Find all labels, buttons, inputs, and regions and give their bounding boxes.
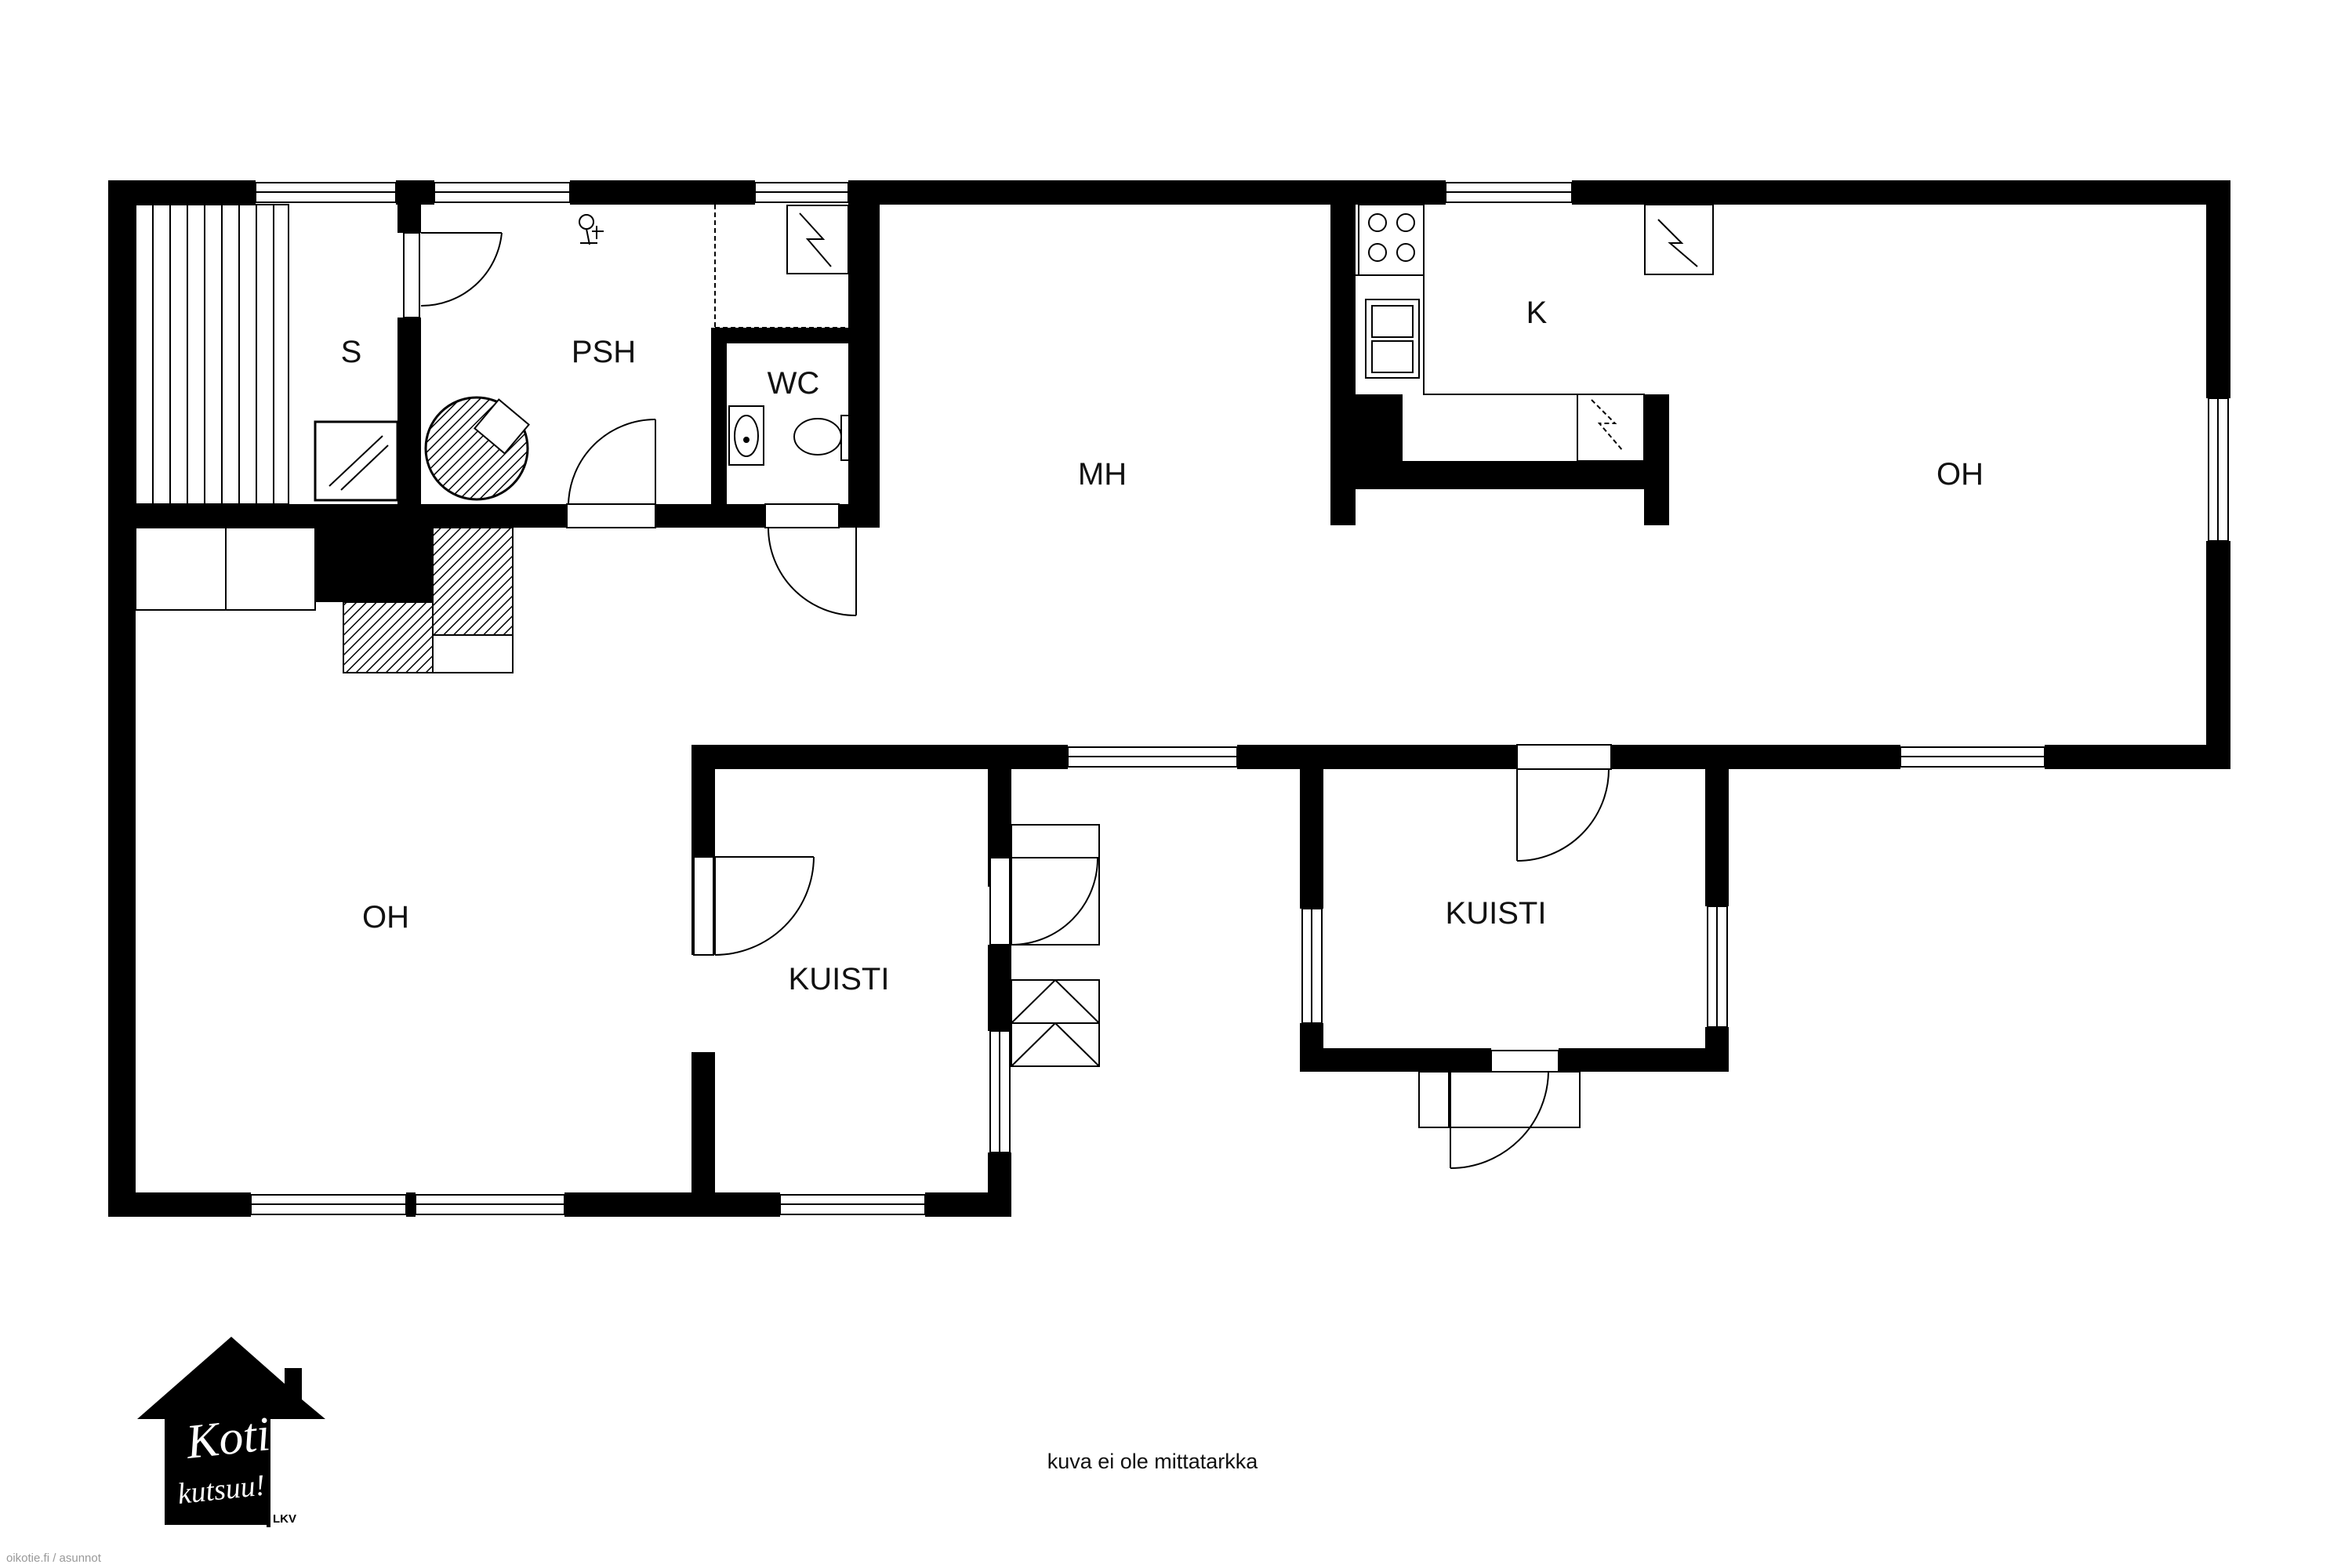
logo-suffix: LKV <box>273 1512 296 1526</box>
wc-heater <box>786 205 849 274</box>
room-label-living-room-2: OH <box>1936 457 1984 492</box>
sink-icon <box>728 405 764 466</box>
room-label-porch-1: KUISTI <box>789 962 890 996</box>
room-label-living-room: OH <box>362 900 409 935</box>
kitchen-counter <box>1356 274 1607 395</box>
sauna-benches <box>135 204 289 505</box>
fireplace <box>135 527 514 673</box>
exterior-walls <box>108 180 2230 1217</box>
company-logo: Koti kutsuu! LKV <box>137 1337 325 1527</box>
washing-machine <box>424 396 530 501</box>
fridge-icon <box>1577 204 1714 462</box>
porch-steps <box>1011 824 1100 1067</box>
scale-note: kuva ei ole mittatarkka <box>1047 1450 1259 1473</box>
shower-icon <box>579 214 604 245</box>
credit-text: oikotie.fi / asunnot <box>6 1552 102 1565</box>
room-label-kitchen: K <box>1526 296 1548 330</box>
room-label-porch-2: KUISTI <box>1446 896 1547 931</box>
windows <box>250 182 2229 1215</box>
logo-line-1: Koti <box>183 1407 272 1469</box>
interior-walls <box>108 180 1669 602</box>
room-label-bedroom: MH <box>1078 457 1127 492</box>
doors <box>403 232 1612 1169</box>
room-label-sauna: S <box>341 335 362 369</box>
room-label-washroom: PSH <box>572 335 636 369</box>
stove-icon <box>1358 204 1425 276</box>
toilet-icon <box>793 415 855 461</box>
sauna-stove <box>314 420 399 502</box>
room-label-toilet: WC <box>768 366 820 401</box>
